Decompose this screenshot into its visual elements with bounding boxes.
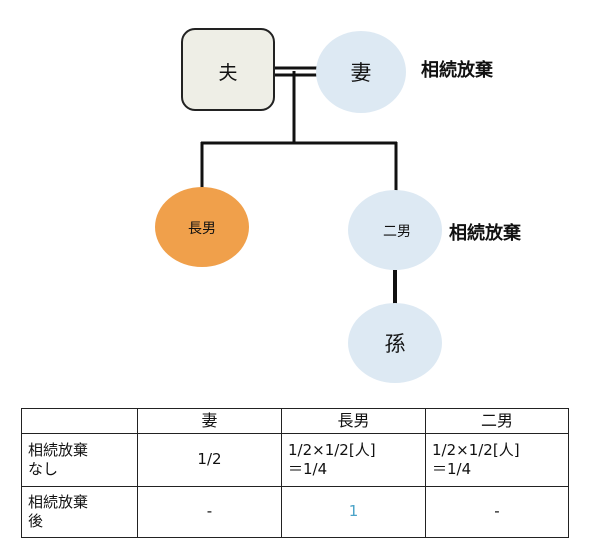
grandchild-label: 孫 — [385, 332, 406, 356]
wife-node: 妻 — [316, 31, 406, 113]
row-label-after-renunciation: 相続放棄 後 — [21, 486, 138, 538]
eldest-son-node: 長男 — [155, 187, 249, 267]
header-corner-cell — [21, 408, 138, 434]
inheritance-share-table: 妻 長男 二男 相続放棄 なし 1/2 1/2×1/2[人] ＝1/4 1/2×… — [21, 408, 569, 538]
table-row: 相続放棄 なし 1/2 1/2×1/2[人] ＝1/4 1/2×1/2[人] ＝… — [21, 433, 569, 487]
wife-label: 妻 — [351, 61, 372, 85]
cell-second-son-share-after: - — [425, 486, 569, 538]
family-tree-diagram: 夫 妻 相続放棄 長男 二男 相続放棄 孫 — [155, 28, 522, 383]
table-header-row: 妻 長男 二男 — [21, 408, 569, 434]
husband-label: 夫 — [218, 62, 237, 84]
second-son-node: 二男 — [348, 190, 442, 270]
grandchild-node: 孫 — [348, 303, 442, 383]
header-eldest-son: 長男 — [281, 408, 426, 434]
cell-wife-share-after: - — [137, 486, 282, 538]
header-second-son: 二男 — [425, 408, 569, 434]
husband-node: 夫 — [181, 28, 275, 111]
cell-eldest-son-share-after: 1 — [281, 486, 426, 538]
table-row: 相続放棄 後 - 1 - — [21, 486, 569, 538]
second-son-label: 二男 — [383, 224, 411, 240]
eldest-son-label: 長男 — [188, 221, 216, 237]
second-son-renunciation-label: 相続放棄 — [449, 222, 522, 244]
header-wife: 妻 — [137, 408, 282, 434]
cell-eldest-son-share: 1/2×1/2[人] ＝1/4 — [281, 433, 426, 487]
cell-second-son-share: 1/2×1/2[人] ＝1/4 — [425, 433, 569, 487]
cell-wife-share: 1/2 — [137, 433, 282, 487]
row-label-no-renunciation: 相続放棄 なし — [21, 433, 138, 487]
wife-renunciation-label: 相続放棄 — [421, 59, 494, 81]
